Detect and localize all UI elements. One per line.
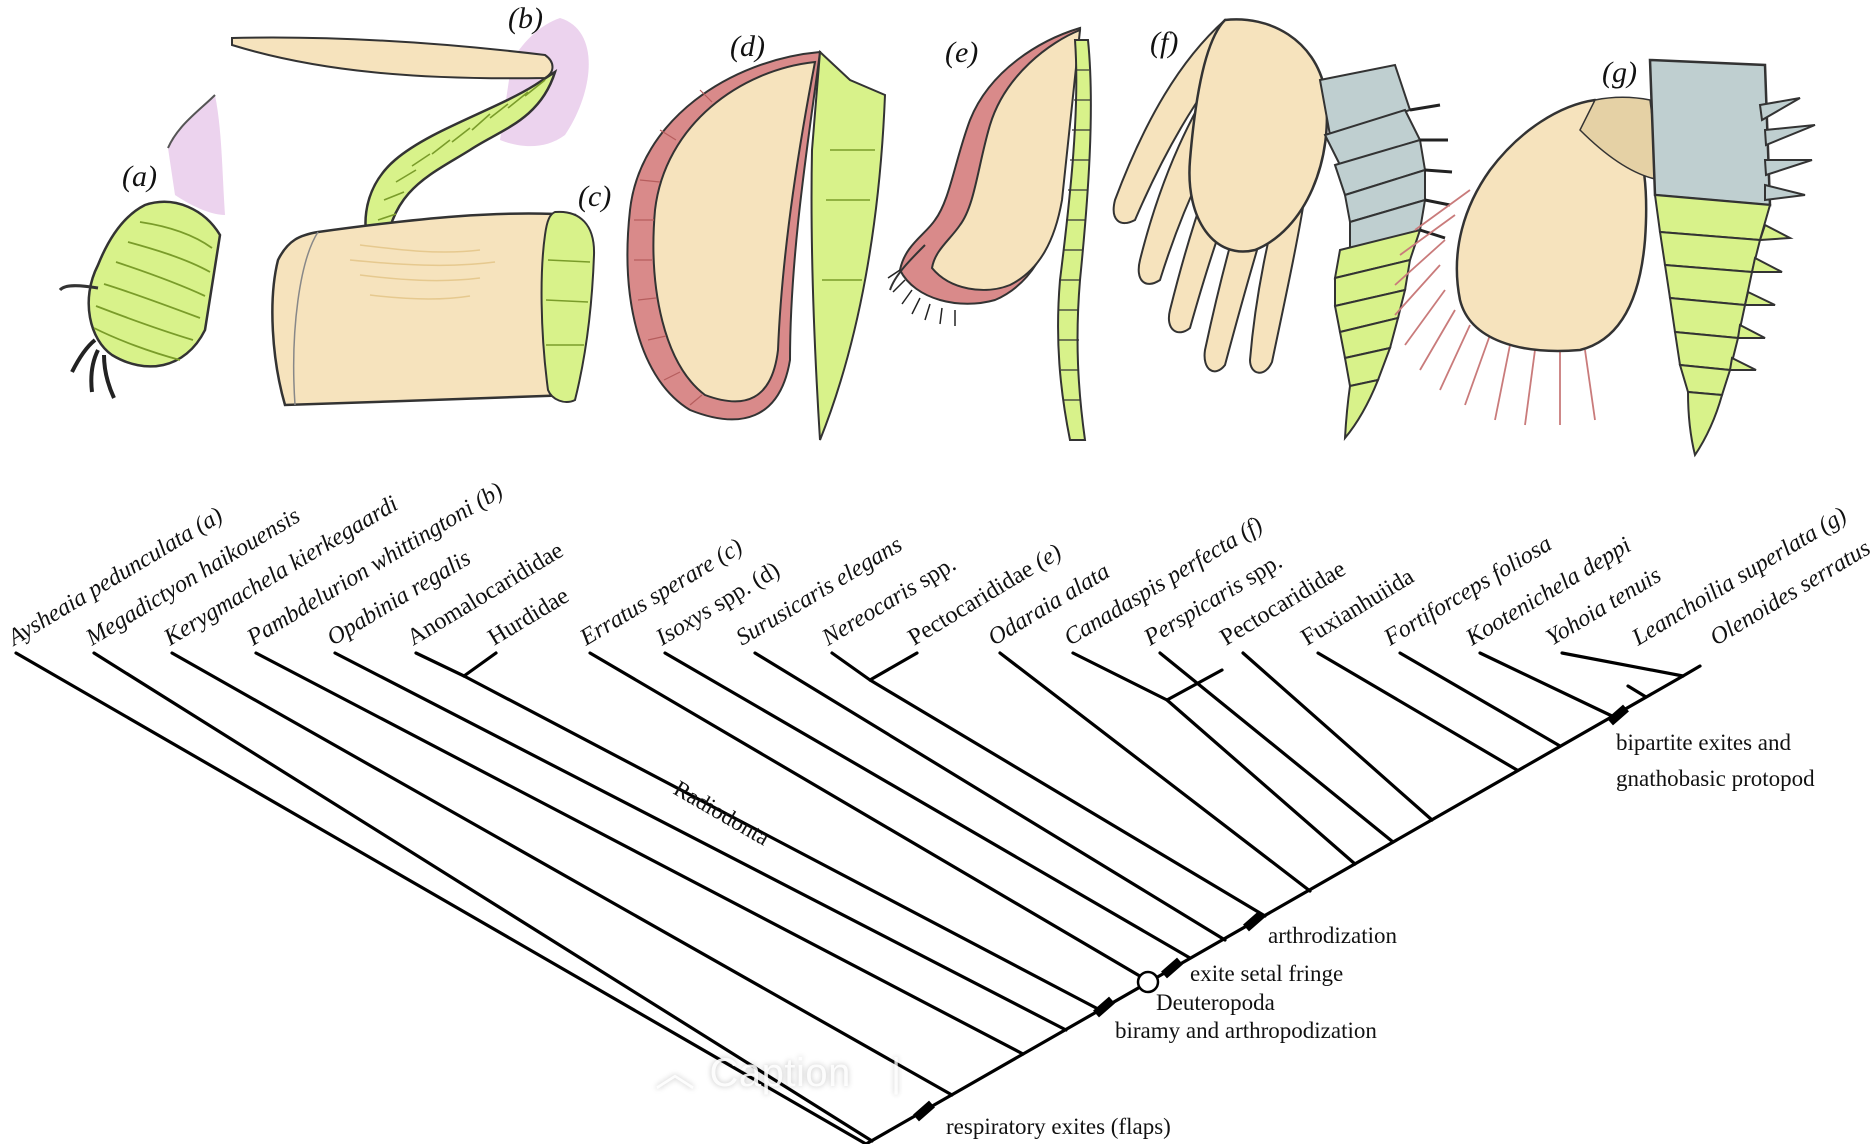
char-label-biramy: biramy and arthropodization [1115,1018,1377,1043]
illustration-c [271,210,596,407]
tick-bipartite [1607,704,1629,726]
caption-separator: | [890,1051,902,1095]
caption-toggle-button[interactable]: ︿ Caption | [655,1040,902,1098]
illustration-d [626,49,887,441]
tree-branches [14,651,1702,1144]
illustration-b [231,18,589,262]
panel-label-g: (g) [1602,56,1637,89]
taxon-labels: Aysheaia pedunculata (a) Megadictyon hai… [2,478,1870,652]
panel-label-b: (b) [508,2,543,35]
tick-exite-setal-fringe [1161,957,1183,979]
char-label-deuteropoda: Deuteropoda [1156,990,1275,1015]
panel-label-e: (e) [945,36,978,69]
panel-label-f: (f) [1150,26,1178,59]
char-label-bipartite-line2: gnathobasic protopod [1616,766,1815,791]
clade-label-radiodonta: Radiodonta [670,776,774,851]
illustration-f [1112,18,1453,441]
tick-arthrodization [1243,910,1265,932]
illustration-g [1394,58,1816,458]
tick-biramy [1093,996,1115,1018]
char-label-exite-fringe: exite setal fringe [1190,961,1343,986]
panel-label-d: (d) [730,30,765,63]
char-label-bipartite-line1: bipartite exites and [1616,730,1791,755]
node-deuteropoda [1136,970,1160,994]
panel-label-a: (a) [122,160,157,193]
tick-respiratory-exites [913,1100,935,1122]
character-ticks [913,704,1629,1122]
panel-labels: (a) (b) (c) (d) (e) (f) (g) [122,2,1637,213]
character-labels: respiratory exites (flaps) Deuteropoda b… [946,730,1815,1139]
illustration-e [887,26,1092,441]
char-label-arthrodization: arthrodization [1268,923,1398,948]
char-label-respiratory: respiratory exites (flaps) [946,1114,1171,1139]
illustration-a [58,94,225,399]
appendage-illustrations [58,18,1816,458]
caption-button-label: Caption [709,1051,851,1095]
chevron-up-icon: ︿ [655,1051,696,1095]
panel-label-c: (c) [578,180,611,213]
